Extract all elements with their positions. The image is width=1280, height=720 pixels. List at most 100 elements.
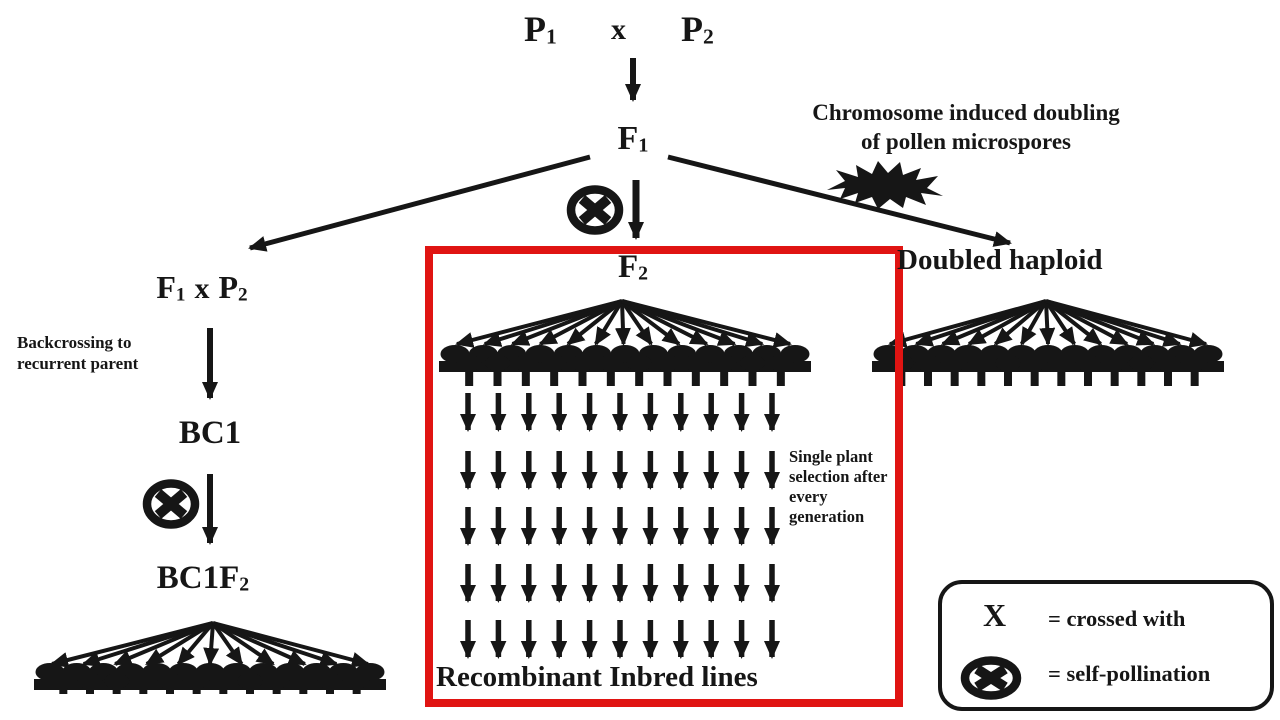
plant-stem — [326, 687, 334, 694]
arrow — [145, 621, 215, 666]
node-p2: P2 — [681, 9, 714, 49]
arrow — [967, 299, 1047, 346]
plant-blob — [683, 355, 709, 371]
arrow — [1044, 299, 1077, 346]
node-doubled-haploid: Doubled haploid — [897, 244, 1103, 276]
node-recombinant-inbred-lines: Recombinant Inbred lines — [436, 661, 758, 693]
plant-stem — [1004, 369, 1012, 386]
plant-stem — [59, 687, 68, 694]
plant-stem — [493, 369, 502, 386]
self-pollination-icon — [142, 479, 200, 529]
f2-progeny-fan — [455, 299, 792, 348]
self-pollination-icon — [960, 656, 1022, 700]
plant-blob — [915, 355, 941, 371]
arrow — [176, 621, 215, 666]
plant-stem — [246, 687, 254, 694]
plant-stem — [550, 369, 559, 386]
cross-operator: x — [611, 13, 626, 46]
plant-blob — [1022, 355, 1048, 371]
arrow — [1039, 300, 1056, 346]
arrow — [620, 299, 681, 346]
plant-stem — [1110, 369, 1119, 386]
arrow — [1019, 300, 1048, 346]
plant-blob — [157, 673, 183, 689]
plant-blob — [184, 673, 210, 689]
plant-blob — [995, 355, 1021, 371]
plant-stem — [86, 687, 94, 694]
plant-row-bar — [872, 361, 1224, 372]
plant-blob — [210, 673, 236, 689]
arrow — [940, 299, 1047, 346]
plant-stem — [465, 369, 474, 386]
plant-blob — [104, 673, 130, 689]
selection-highlight-box — [425, 246, 903, 707]
plant-blob — [1182, 355, 1208, 371]
plant-stem — [272, 687, 281, 694]
f2-plant-row — [439, 345, 811, 386]
chromosome-doubling-note-line1: Chromosome induced doubling — [812, 100, 1120, 125]
plant-stem — [1030, 369, 1039, 386]
plant-stem — [1137, 369, 1146, 386]
plant-blob — [264, 673, 290, 689]
plant-blob — [541, 355, 567, 371]
plant-stem — [776, 369, 785, 386]
plant-blob — [513, 355, 539, 371]
plant-blob — [942, 355, 968, 371]
plant-stem — [192, 687, 201, 694]
plant-blob — [130, 673, 156, 689]
node-p1: P1 — [524, 9, 557, 49]
single-seed-descent-arrow-grid — [460, 393, 780, 659]
plant-stem — [748, 369, 757, 386]
self-pollination-icon — [566, 185, 624, 235]
plant-stem — [1190, 369, 1199, 386]
plant-stem — [977, 369, 986, 386]
plant-row-bar — [439, 361, 811, 372]
plant-stem — [139, 687, 148, 694]
plant-blob — [317, 673, 343, 689]
arrow — [212, 621, 370, 668]
legend-self-pollination-meaning: = self-pollination — [1048, 661, 1211, 686]
arrow — [81, 621, 214, 667]
plant-stem — [219, 687, 228, 694]
plant-blob — [768, 355, 794, 371]
plant-blob — [290, 673, 316, 689]
plant-stem — [606, 369, 615, 386]
plant-stem — [352, 687, 361, 694]
overlay-layer — [425, 246, 1274, 711]
bc1f2-plant-row — [34, 663, 386, 694]
plant-blob — [1155, 355, 1181, 371]
plant-stem — [1057, 369, 1066, 386]
plant-blob — [344, 673, 370, 689]
chromosome-doubling-note-line2: of pollen microspores — [861, 129, 1071, 154]
single-plant-selection-note: Single plant selection after every gener… — [789, 447, 888, 526]
arrow — [203, 622, 220, 666]
main-arrows-layer — [142, 58, 1012, 545]
arrow — [621, 299, 792, 348]
plant-blob — [626, 355, 652, 371]
bc1f2-progeny-fan — [50, 621, 370, 668]
plant-stem — [1084, 369, 1092, 386]
plant-blob — [1075, 355, 1101, 371]
plant-stem — [924, 369, 932, 386]
plant-blob — [655, 355, 680, 371]
plant-blob — [740, 355, 765, 371]
plant-stem — [691, 369, 700, 386]
backcrossing-note: Backcrossing to recurrent parent — [17, 333, 139, 373]
plant-blob — [968, 355, 994, 371]
plant-stem — [521, 369, 530, 386]
plant-blob — [77, 673, 103, 689]
arrow — [1045, 299, 1208, 348]
arrow — [993, 299, 1048, 346]
arrow — [510, 299, 623, 346]
plant-blob — [1102, 355, 1128, 371]
plant-stem — [112, 687, 121, 694]
arrow — [566, 299, 624, 346]
plant-blob — [237, 673, 263, 689]
plant-stem — [1164, 369, 1172, 386]
plant-stem — [299, 687, 308, 694]
plant-blob — [570, 355, 595, 371]
plant-stem — [663, 369, 672, 386]
